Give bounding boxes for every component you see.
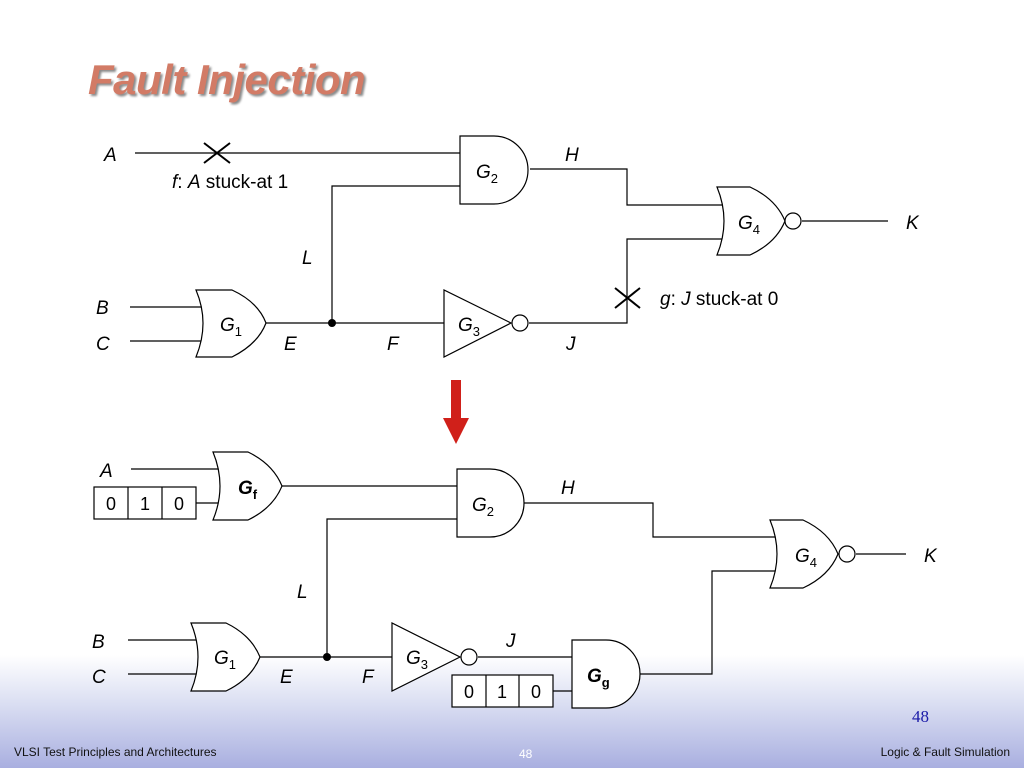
wire-l-bottom [326, 518, 457, 657]
gate-g2-top [459, 135, 529, 205]
signal-label-c-bottom: C [92, 667, 106, 688]
footer-page-number: 48 [519, 747, 533, 761]
junction-dot-bottom [323, 653, 331, 661]
fault-register-g-bit-0: 0 [464, 682, 474, 702]
gate-g1-bottom [190, 622, 261, 692]
wire-h-bottom [523, 502, 779, 538]
wire-gg-out-bottom [640, 570, 779, 675]
signal-label-h-top: H [565, 145, 579, 166]
fault-label-g: g: J stuck-at 0 [660, 289, 778, 310]
transform-arrow [443, 380, 469, 444]
fault-register-f [93, 486, 197, 520]
signal-label-a-top: A [103, 145, 117, 166]
bottom-circuit-labels: A H K L B C E F J Gf G2 G4 G1 G3 Gg 0 1 … [92, 461, 938, 702]
inverter-bubble-g4-top [784, 212, 802, 230]
fault-marker-g [614, 287, 641, 309]
footer-course-title: VLSI Test Principles and Architectures [14, 745, 217, 759]
slide-page-number: 48 [912, 707, 929, 726]
gate-gf-bottom [212, 451, 283, 521]
gate-label-g3-bottom: G3 [406, 648, 428, 672]
gate-label-g4-bottom: G4 [795, 546, 817, 570]
gate-label-g1-bottom: G1 [214, 648, 236, 672]
bottom-circuit [93, 451, 906, 709]
gate-g2-bottom [456, 468, 525, 538]
gate-g4-top [716, 186, 786, 256]
gate-g3-bottom [391, 622, 462, 692]
fault-register-f-bit-0: 0 [106, 494, 116, 514]
wire-j-top [529, 238, 727, 324]
signal-label-k-top: K [906, 213, 920, 234]
junction-dot-top [328, 319, 336, 327]
gate-label-g1-top: G1 [220, 315, 242, 339]
top-circuit-labels: A H K L B C E F J G2 G4 G1 G3 f: A stuck… [96, 145, 920, 355]
gate-gg-bottom [571, 639, 641, 709]
inverter-bubble-g4-bottom [838, 545, 856, 563]
fault-register-g-bit-1: 1 [497, 682, 507, 702]
fault-register-f-bit-2: 0 [174, 494, 184, 514]
signal-label-k-bottom: K [924, 546, 938, 567]
wire-l-top [331, 185, 460, 323]
fault-register-f-bit-1: 1 [140, 494, 150, 514]
signal-label-a-bottom: A [99, 461, 113, 482]
signal-label-e-bottom: E [280, 667, 293, 688]
signal-label-j-top: J [565, 334, 576, 355]
gate-label-g2-bottom: G2 [472, 495, 494, 519]
signal-label-e-top: E [284, 334, 297, 355]
gate-g4-bottom [769, 519, 839, 589]
signal-label-c-top: C [96, 334, 110, 355]
signal-label-l-top: L [302, 248, 313, 269]
signal-label-j-bottom: J [505, 631, 516, 652]
signal-label-f-bottom: F [362, 667, 375, 688]
gate-g1-top [195, 289, 267, 358]
fault-marker-f [203, 142, 231, 164]
gate-label-g4-top: G4 [738, 213, 760, 237]
gate-label-g2-top: G2 [476, 162, 498, 186]
inverter-bubble-g3-bottom [460, 648, 478, 666]
top-circuit [130, 135, 888, 358]
slide-title: Fault Injection [88, 56, 366, 103]
inverter-bubble-g3-top [511, 314, 529, 332]
footer-chapter-title: Logic & Fault Simulation [880, 745, 1010, 759]
fault-register-g [451, 674, 554, 708]
signal-label-l-bottom: L [297, 582, 308, 603]
gate-label-gg-bottom: Gg [587, 666, 610, 690]
fault-label-f: f: A stuck-at 1 [172, 172, 288, 193]
signal-label-b-top: B [96, 298, 109, 319]
gate-label-g3-top: G3 [458, 315, 480, 339]
signal-label-b-bottom: B [92, 632, 105, 653]
gate-g3-top [443, 289, 513, 358]
wire-h-top [530, 168, 727, 206]
signal-label-f-top: F [387, 334, 400, 355]
gate-label-gf-bottom: Gf [238, 478, 258, 502]
fault-register-g-bit-2: 0 [531, 682, 541, 702]
signal-label-h-bottom: H [561, 478, 575, 499]
